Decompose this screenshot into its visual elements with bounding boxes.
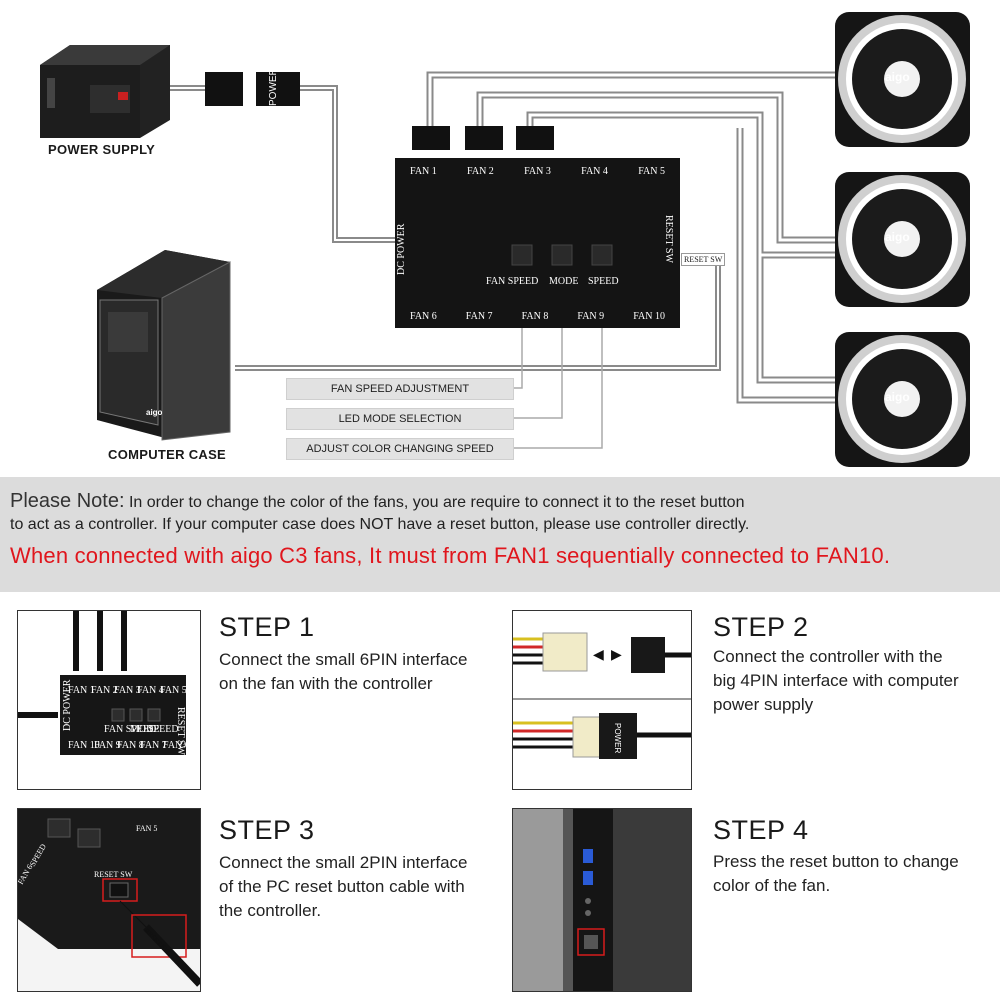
- step1-fan-speed-label: FAN SPEED: [104, 724, 156, 735]
- step4-title: STEP 4: [713, 815, 809, 845]
- port-fan-7: FAN 7: [465, 311, 493, 322]
- power-supply-label: POWER SUPPLY: [48, 142, 156, 157]
- step1-desc-line-2: on the fan with the controller: [219, 674, 433, 693]
- step3-fan-5-label: FAN 5: [136, 824, 157, 833]
- step2-description: Connect the controller with the big 4PIN…: [713, 645, 959, 717]
- callout-adjust-color-changing-speed: ADJUST COLOR CHANGING SPEED: [286, 438, 514, 460]
- step1-description: Connect the small 6PIN interface on the …: [219, 648, 468, 696]
- port-fan-3: FAN 3: [524, 166, 551, 177]
- svg-text:◀: ◀: [593, 646, 604, 662]
- step1-port-fan-3: FAN 3: [114, 685, 141, 696]
- note-text-1: In order to change the color of the fans…: [128, 494, 745, 511]
- reset-sw-tag: RESET SW: [681, 253, 726, 266]
- power-supply-image: [40, 45, 170, 138]
- svg-text:▶: ▶: [611, 646, 622, 662]
- step1-port-fan-10: FAN 10: [68, 740, 100, 751]
- port-fan-9: FAN 9: [577, 311, 605, 322]
- step1-image: FAN 1 FAN 2 FAN 3 FAN 4 FAN 5 FAN 10 FAN…: [17, 610, 201, 790]
- port-fan-8: FAN 8: [521, 311, 549, 322]
- note-line-1: Please Note: In order to change the colo…: [10, 490, 744, 513]
- step3-title: STEP 3: [219, 815, 315, 845]
- molex-female-connector: [205, 72, 243, 106]
- dc-power-label: DC POWER: [396, 223, 407, 275]
- controller-top-ports: FAN 1 FAN 2 FAN 3 FAN 4 FAN 5: [400, 166, 675, 177]
- button-fan-speed-label: FAN SPEED: [486, 276, 539, 287]
- wiring-diagram: [40, 12, 970, 467]
- port-fan-5: FAN 5: [638, 166, 665, 177]
- step1-reset-sw-label: RESET SW: [175, 707, 186, 755]
- warning-text: When connected with aigo C3 fans, It mus…: [10, 543, 891, 568]
- computer-case-label: COMPUTER CASE: [108, 447, 227, 462]
- case-logo: aigo: [146, 408, 163, 417]
- computer-case-image: [97, 250, 231, 441]
- port-fan-2: FAN 2: [467, 166, 494, 177]
- step2-desc-line-3: power supply: [713, 695, 814, 714]
- fan-3-image: [835, 332, 970, 467]
- step2-image: ◀ ▶ POWER: [512, 610, 692, 790]
- note-heading: Please Note:: [10, 490, 125, 512]
- step1-dc-power-label: DC POWER: [62, 679, 73, 731]
- controller-bottom-ports: FAN 6 FAN 7 FAN 8 FAN 9 FAN 10: [400, 311, 675, 322]
- step1-speed-label: SPEED: [148, 724, 179, 735]
- fan-3-logo: aigo: [885, 390, 910, 404]
- step3-description: Connect the small 2PIN interface of the …: [219, 851, 468, 923]
- power-connector-label: POWER: [268, 68, 279, 106]
- step2-desc-line-2: big 4PIN interface with computer: [713, 671, 959, 690]
- step4-image: [512, 808, 692, 992]
- step1-port-fan-5: FAN 5: [160, 685, 187, 696]
- step2-power-label: POWER: [613, 723, 622, 753]
- callout-led-mode-selection: LED MODE SELECTION: [286, 408, 514, 430]
- step4-desc-line-2: color of the fan.: [713, 876, 831, 895]
- step1-port-fan-1: FAN 1: [68, 685, 95, 696]
- note-text-2: to act as a controller. If your computer…: [10, 516, 750, 533]
- molex-power-connector: [256, 72, 300, 106]
- button-speed-label: SPEED: [588, 276, 619, 287]
- fan-1-image: [835, 12, 970, 147]
- fan-2-logo: aigo: [885, 230, 910, 244]
- callout-fan-speed-adjustment: FAN SPEED ADJUSTMENT: [286, 378, 514, 400]
- step2-desc-line-1: Connect the controller with the: [713, 647, 943, 666]
- step3-reset-sw-label: RESET SW: [94, 870, 133, 879]
- port-fan-10: FAN 10: [633, 311, 665, 322]
- step1-port-fan-4: FAN 4: [137, 685, 164, 696]
- step1-port-fan-7: FAN 7: [140, 740, 167, 751]
- step1-mode-label: MODE: [130, 724, 159, 735]
- step3-desc-line-1: Connect the small 2PIN interface: [219, 853, 468, 872]
- controller-body: [395, 158, 680, 328]
- port-fan-6: FAN 6: [410, 311, 437, 322]
- step4-description: Press the reset button to change color o…: [713, 850, 959, 898]
- controller-reset-sw-label: RESET SW: [663, 215, 674, 263]
- step1-title: STEP 1: [219, 612, 315, 642]
- step2-title: STEP 2: [713, 612, 809, 642]
- step3-desc-line-2: of the PC reset button cable with: [219, 877, 465, 896]
- step1-port-fan-9: FAN 9: [94, 740, 121, 751]
- port-fan-4: FAN 4: [581, 166, 608, 177]
- button-mode-label: MODE: [549, 276, 579, 287]
- fan-2-image: [835, 172, 970, 307]
- step1-port-fan-8: FAN 8: [117, 740, 144, 751]
- note-band: [0, 477, 1000, 592]
- port-fan-1: FAN 1: [410, 166, 437, 177]
- step1-port-fan-6: FAN 6: [163, 740, 190, 751]
- step1-port-fan-2: FAN 2: [91, 685, 118, 696]
- step3-image: FAN 5 SPEED FAN 6 RESET SW RESET SW: [17, 808, 201, 992]
- step3-desc-line-3: the controller.: [219, 901, 322, 920]
- fan-1-logo: aigo: [885, 70, 910, 84]
- step4-desc-line-1: Press the reset button to change: [713, 852, 959, 871]
- step1-desc-line-1: Connect the small 6PIN interface: [219, 650, 468, 669]
